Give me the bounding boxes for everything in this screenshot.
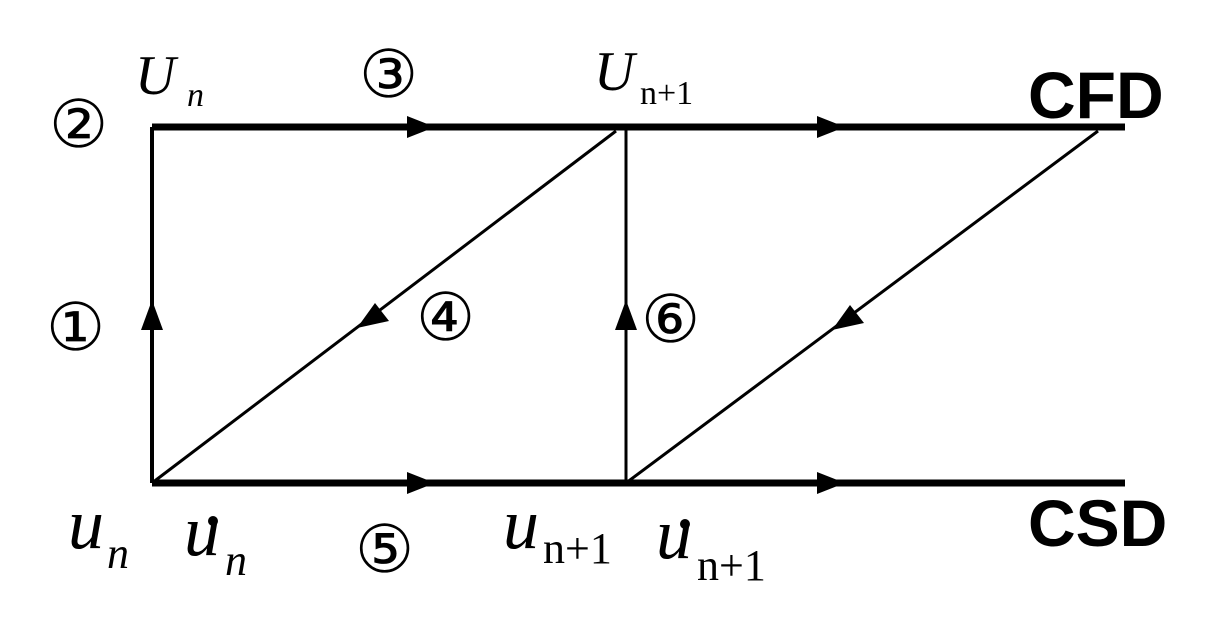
step-5-label: ⑤ [355, 511, 414, 588]
udot-subscript-n: n [225, 536, 247, 585]
diagonal-line-1 [151, 129, 617, 485]
label-udot-n1: u n+1 [656, 494, 766, 590]
U-subscript-n: n [187, 77, 204, 114]
step-2-label: ② [49, 86, 108, 163]
csd-arrow-1 [407, 472, 435, 494]
label-U-n: U n [135, 45, 204, 114]
csd-track [152, 472, 1125, 494]
vertical-link-n [141, 127, 163, 483]
step-4-label: ④ [416, 279, 475, 356]
u-subscript-n1: n+1 [543, 524, 612, 573]
cfd-arrow-2 [817, 116, 845, 138]
csd-label: CSD [1028, 486, 1167, 560]
u-symbol-n: u [68, 484, 104, 564]
diagonal-link-1 [151, 129, 617, 485]
cfd-arrow-1 [407, 116, 435, 138]
vertical-link-n1 [615, 127, 637, 483]
U-symbol: U [135, 45, 179, 107]
diagonal-link-2 [625, 129, 1099, 485]
vertical-arrow-n1 [615, 300, 637, 330]
step-3-label: ③ [359, 36, 418, 113]
label-u-n: u n [68, 484, 129, 578]
label-U-n1: U n+1 [594, 41, 693, 112]
step-1-label: ① [46, 289, 105, 366]
diagonal-line-2 [625, 129, 1099, 485]
udot-subscript-n1: n+1 [697, 541, 766, 590]
u-symbol-n1: u [503, 484, 539, 564]
cfd-label: CFD [1028, 58, 1164, 132]
csd-arrow-2 [817, 472, 845, 494]
udot-dot-n [208, 516, 218, 526]
u-subscript-n: n [107, 529, 129, 578]
step-6-label: ⑥ [641, 281, 700, 358]
udot-symbol-n1: u [656, 494, 692, 574]
diagonal-arrow-2 [832, 305, 864, 330]
label-udot-n: u n [184, 491, 247, 585]
diagonal-arrow-1 [357, 303, 389, 328]
vertical-arrow-n [141, 300, 163, 330]
U-subscript-n1: n+1 [640, 75, 693, 112]
cfd-track [152, 116, 1125, 138]
label-u-n1: u n+1 [503, 484, 612, 573]
udot-symbol-n: u [184, 491, 220, 571]
udot-dot-n1 [680, 519, 690, 529]
U-symbol-n1: U [594, 41, 638, 103]
